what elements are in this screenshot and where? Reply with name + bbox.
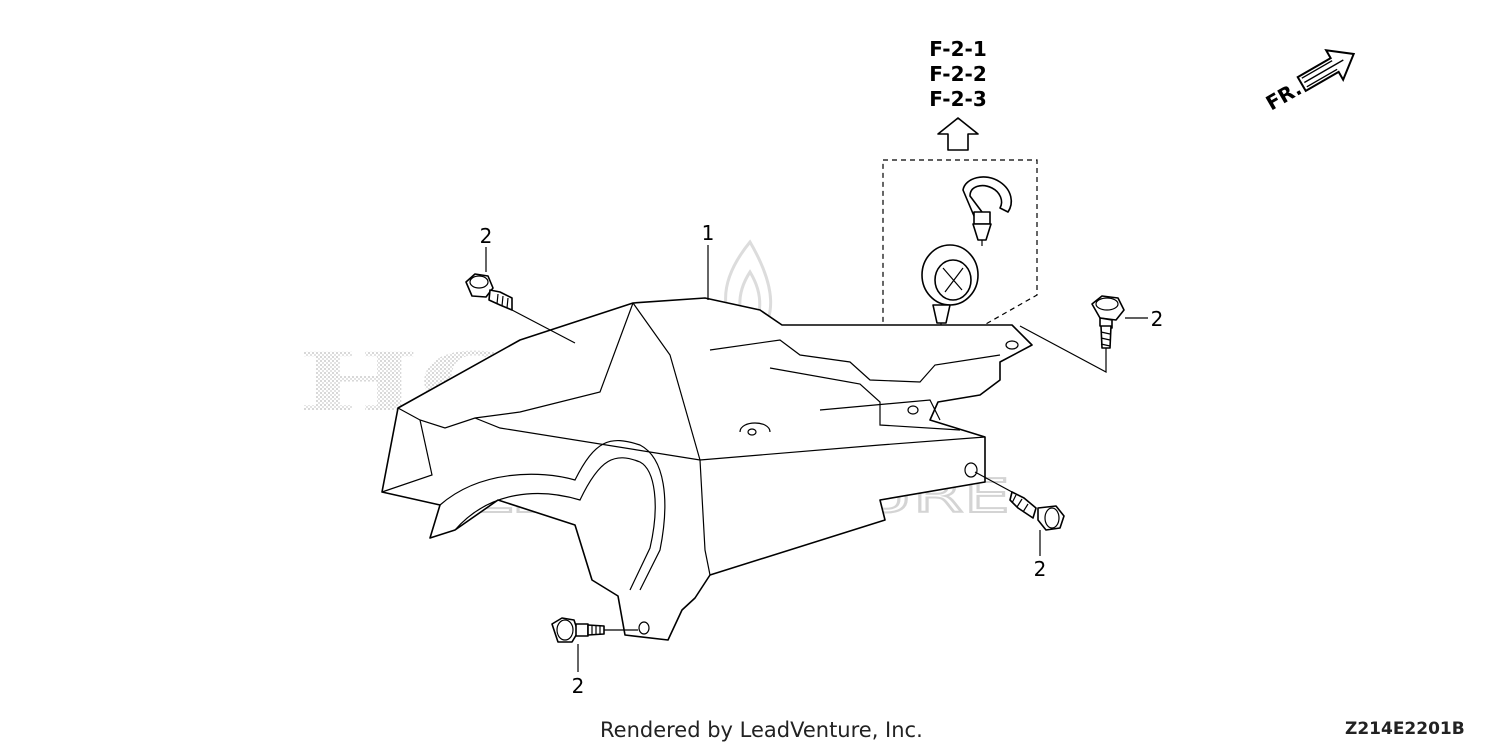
bolt-right-icon <box>1091 295 1125 349</box>
callout-bolt-bottom-left: 2 <box>572 674 585 698</box>
front-label: FR. <box>1262 76 1306 115</box>
leader-bolt-right <box>1019 317 1148 374</box>
leader-bolt-lower-right <box>974 471 1041 556</box>
rendered-by-credit: Rendered by LeadVenture, Inc. <box>600 718 923 742</box>
leader-bolt-top-left <box>485 247 576 344</box>
bolt-bottom-left-icon <box>551 617 605 643</box>
ref-label-1: F-2-1 <box>929 37 986 61</box>
up-arrow-icon <box>937 117 979 151</box>
round-clip-icon <box>921 244 979 332</box>
callout-bolt-top-left: 2 <box>480 224 493 248</box>
callout-guard: 1 <box>702 221 715 245</box>
guard-part <box>381 297 1033 641</box>
callout-bolt-right: 2 <box>1151 307 1164 331</box>
front-direction-indicator: FR. <box>1262 49 1356 115</box>
bolt-top-left-icon <box>465 273 513 311</box>
ref-label-3: F-2-3 <box>929 87 986 111</box>
callout-bolt-lower-right: 2 <box>1034 557 1047 581</box>
leader-bolt-bottom-left <box>577 629 638 672</box>
ref-label-2: F-2-2 <box>929 62 986 86</box>
diagram-code: Z214E2201B <box>1345 719 1465 739</box>
clip-group-box <box>882 159 1038 346</box>
bolt-lower-right-icon <box>1009 491 1065 531</box>
band-clip-icon <box>962 176 1013 246</box>
